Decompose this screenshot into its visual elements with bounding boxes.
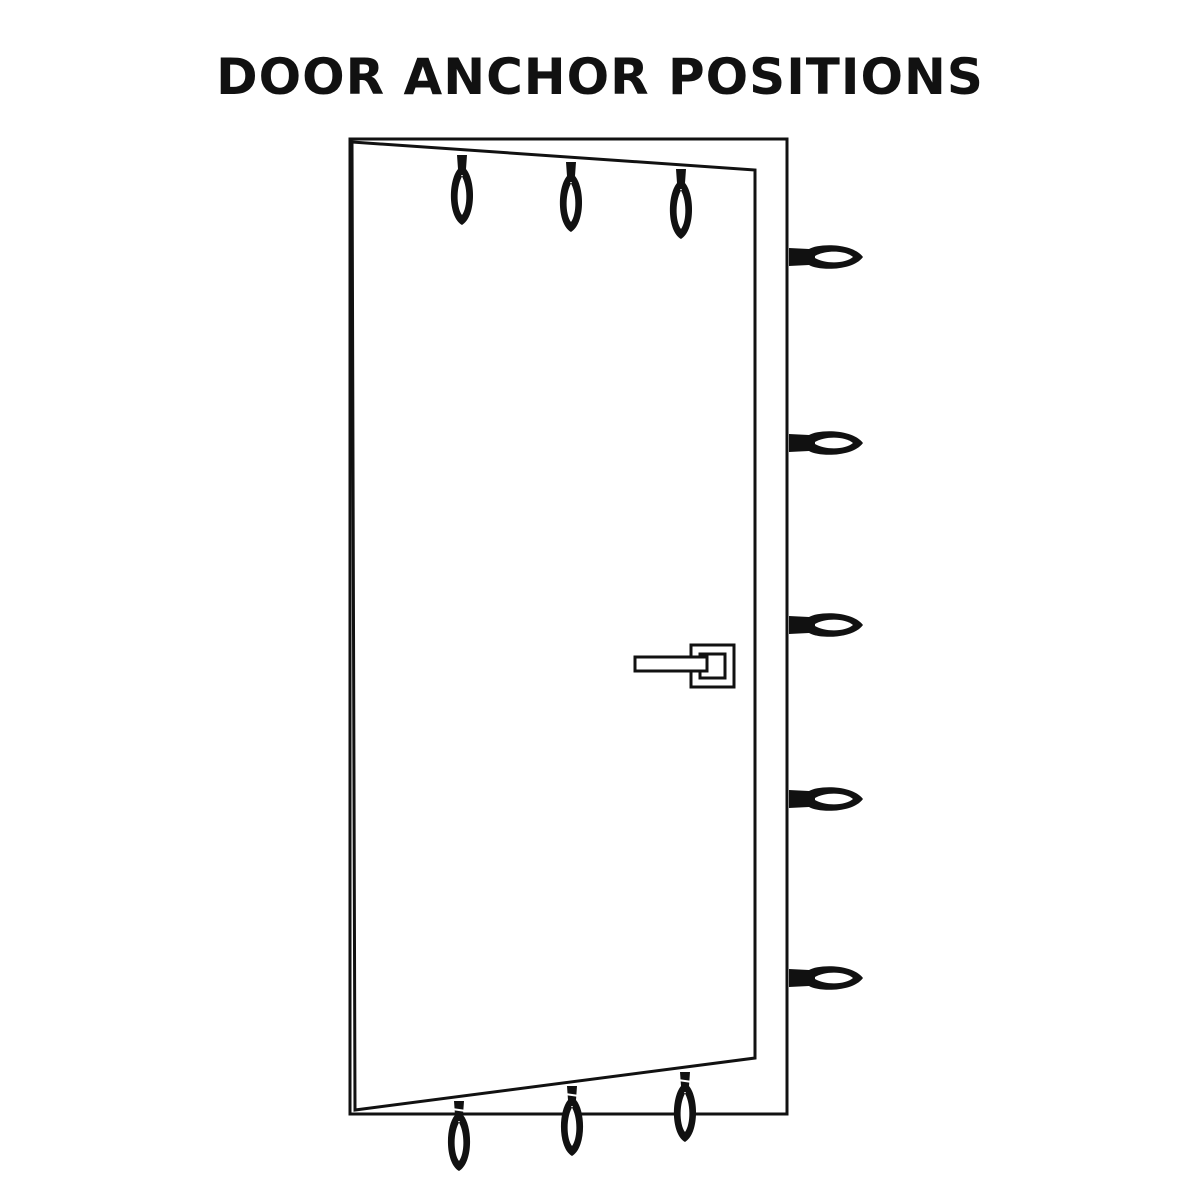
hinge-side-anchors: [789, 245, 863, 990]
anchor-loop-bottom-2: [560, 1086, 584, 1156]
anchor-loop-top-1: [450, 155, 474, 225]
diagram-title: DOOR ANCHOR POSITIONS: [216, 48, 984, 106]
bottom-anchors: [447, 1072, 697, 1171]
anchor-loop-top-3: [669, 169, 693, 239]
anchor-loop-side-3: [789, 613, 863, 637]
anchor-loop-side-5: [789, 966, 863, 990]
top-anchors: [450, 155, 693, 239]
anchor-loop-bottom-1: [447, 1101, 471, 1171]
door-handle: [633, 643, 736, 689]
anchor-loop-top-2: [559, 162, 583, 232]
anchor-loop-bottom-3: [673, 1072, 697, 1142]
door-leaf: [350, 140, 757, 1112]
anchor-loop-side-4: [789, 787, 863, 811]
anchor-loop-side-2: [789, 431, 863, 455]
anchor-loop-side-1: [789, 245, 863, 269]
